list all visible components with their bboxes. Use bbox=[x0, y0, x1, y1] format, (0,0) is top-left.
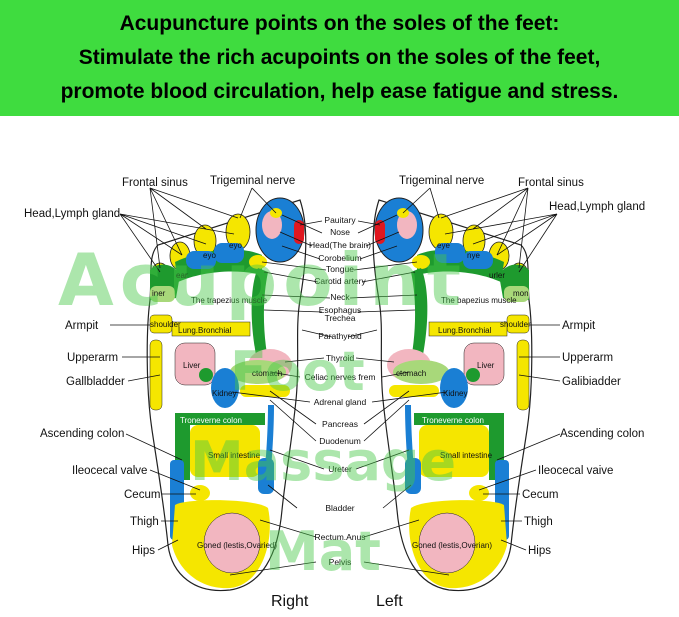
label-hips: Hips bbox=[528, 545, 551, 557]
zone-eye-1: eyo bbox=[229, 241, 242, 250]
zone-ear: ear bbox=[176, 271, 188, 280]
zone-lung: Lung.Bronchial bbox=[178, 326, 232, 335]
label-armpit: Armpit bbox=[562, 320, 596, 332]
label-thigh: Thigh bbox=[524, 516, 553, 528]
zone-kidney: Kidney bbox=[212, 389, 236, 398]
label-gallbladder: Galibiadder bbox=[562, 376, 621, 388]
label-cerebellum: Corobelium bbox=[318, 253, 361, 263]
zone-small-intestine: Small intestine bbox=[208, 451, 261, 460]
label-armpit: Armpit bbox=[65, 320, 99, 332]
label-thyroid: Thyroid bbox=[326, 353, 355, 363]
labels-left-column: Frontal sinus Trigeminal nerve Head,Lymp… bbox=[24, 175, 295, 557]
zone-liver: Liver bbox=[183, 361, 201, 370]
right-foot: eyo eyo ear iner The trapezius muscle sh… bbox=[146, 197, 307, 592]
label-pituitary: Pauitary bbox=[324, 215, 356, 225]
label-bladder: Bladder bbox=[325, 503, 354, 513]
label-rectum-anus: Rectum.Anus bbox=[314, 532, 365, 542]
label-duodenum: Duodenum bbox=[319, 436, 361, 446]
labels-right-column: Trigeminal nerve Frontal sinus Head,Lymp… bbox=[399, 175, 645, 557]
leader-lines bbox=[110, 187, 561, 576]
caption-right-foot: Right bbox=[271, 593, 309, 610]
zone-eye-1: eye bbox=[437, 241, 450, 250]
zone-ear: urler bbox=[489, 271, 505, 280]
label-head-lymph-gland: Head,Lymph gland bbox=[24, 208, 120, 220]
label-tongue: Tongue bbox=[326, 264, 354, 274]
zone-stomach: ctomach bbox=[396, 369, 426, 378]
label-cecum: Cecum bbox=[124, 489, 160, 501]
zone-inner-ear: iner bbox=[152, 289, 166, 298]
label-celiac-nerves: Celiac nerves frem bbox=[305, 372, 376, 382]
zone-gonad: Goned (lestis,Overian) bbox=[412, 541, 492, 550]
banner-line-3: promote blood circulation, help ease fat… bbox=[60, 80, 619, 103]
banner-line-2: Stimulate the rich acupoints on the sole… bbox=[78, 46, 601, 69]
zone-shoulder: shoulder bbox=[150, 320, 181, 329]
label-upperarm: Upperarm bbox=[562, 352, 613, 364]
label-trigeminal-nerve: Trigeminal nerve bbox=[399, 175, 484, 187]
label-thigh: Thigh bbox=[130, 516, 159, 528]
zone-eye-2: eyo bbox=[203, 251, 216, 260]
label-pelvis: Pelvis bbox=[329, 557, 352, 567]
zone-trapezius: The trapezius muscle bbox=[191, 296, 268, 305]
left-foot: eye nye urler mon The bapezius muscle sh… bbox=[372, 197, 533, 592]
label-pancreas: Pancreas bbox=[322, 419, 358, 429]
label-carotid-artery: Carotid artery bbox=[314, 276, 366, 286]
header-banner: Acupuncture points on the soles of the f… bbox=[0, 0, 679, 116]
zone-stomach: ctomach bbox=[252, 369, 282, 378]
label-adrenal-gland: Adrenal gland bbox=[314, 397, 367, 407]
labels-center-column: Pauitary Nose Head(The brain) Corobelium… bbox=[305, 215, 376, 567]
label-parathyroid: Parathyroid bbox=[318, 331, 362, 341]
zone-gonad: Goned (lestis,Ovaried) bbox=[197, 541, 277, 550]
label-frontal-sinus: Frontal sinus bbox=[518, 177, 584, 189]
label-hips: Hips bbox=[132, 545, 155, 557]
caption-left-foot: Left bbox=[376, 593, 403, 610]
label-gallbladder: Gallbladder bbox=[66, 376, 125, 388]
foot-reflexology-diagram: eyo eyo ear iner The trapezius muscle sh… bbox=[24, 175, 645, 592]
zone-small-intestine: Small intestine bbox=[440, 451, 493, 460]
zone-shoulder: shoulder bbox=[500, 320, 531, 329]
label-upperarm: Upperarm bbox=[67, 352, 118, 364]
label-head-lymph-gland: Head,Lymph gland bbox=[549, 201, 645, 213]
label-ureter: Ureter bbox=[328, 464, 352, 474]
label-nose: Nose bbox=[330, 227, 350, 237]
label-trachea: Trechea bbox=[325, 313, 356, 323]
label-frontal-sinus: Frontal sinus bbox=[122, 177, 188, 189]
zone-lung: Lung.Bronchial bbox=[438, 326, 492, 335]
label-esophagus: Esophagus bbox=[319, 305, 362, 315]
label-cecum: Cecum bbox=[522, 489, 558, 501]
label-trigeminal-nerve: Trigeminal nerve bbox=[210, 175, 295, 187]
banner-line-1: Acupuncture points on the soles of the f… bbox=[119, 12, 560, 35]
label-ileocecal-valve: Ileocecal valve bbox=[72, 465, 147, 477]
label-ileocecal-valve: Ileocecal vaive bbox=[538, 465, 613, 477]
label-neck: Neck bbox=[330, 292, 350, 302]
zone-kidney: Kidney bbox=[443, 389, 467, 398]
label-head-brain: Head(The brain) bbox=[309, 240, 371, 250]
zone-liver: Liver bbox=[477, 361, 495, 370]
zone-trapezius: The bapezius muscle bbox=[441, 296, 517, 305]
label-ascending-colon: Ascending colon bbox=[40, 428, 124, 440]
label-ascending-colon: Ascending colon bbox=[560, 428, 644, 440]
zone-transverse-colon: Troneverne colon bbox=[422, 416, 484, 425]
zone-eye-2: nye bbox=[467, 251, 480, 260]
zone-transverse-colon: Troneverne colon bbox=[180, 416, 242, 425]
zone-inner-ear: mon bbox=[513, 289, 529, 298]
